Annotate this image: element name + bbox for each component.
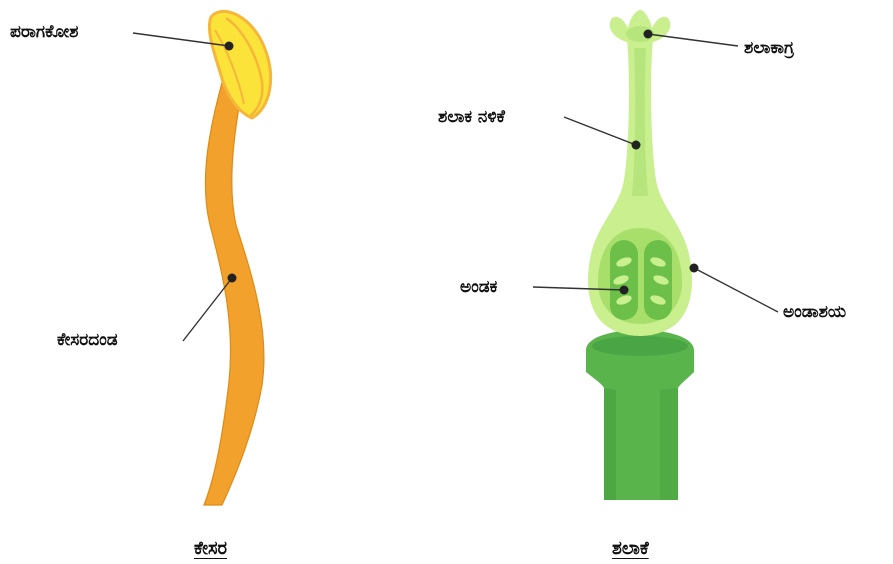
filament-shape (204, 75, 264, 505)
pistil-illustration (586, 10, 694, 500)
anther-label: ಪರಾಗಕೋಶ (10, 22, 78, 42)
stamen-caption: ಕೇಸರ (194, 538, 227, 559)
pistil-caption: ಶಲಾಕೆ (612, 538, 649, 559)
stigma-label: ಶಲಾಕಾಗ್ರ (744, 38, 794, 58)
stamen-illustration (204, 11, 271, 505)
ovule-label: ಅಂಡಕ (460, 277, 497, 297)
stigma-shape (610, 10, 671, 42)
filament-label: ಕೇಸರದಂಡ (57, 330, 118, 350)
ovary-label: ಅಂಡಾಶಯ (783, 302, 846, 322)
style-label: ಶಲಾಕ ನಳಿಕೆ (438, 107, 505, 127)
